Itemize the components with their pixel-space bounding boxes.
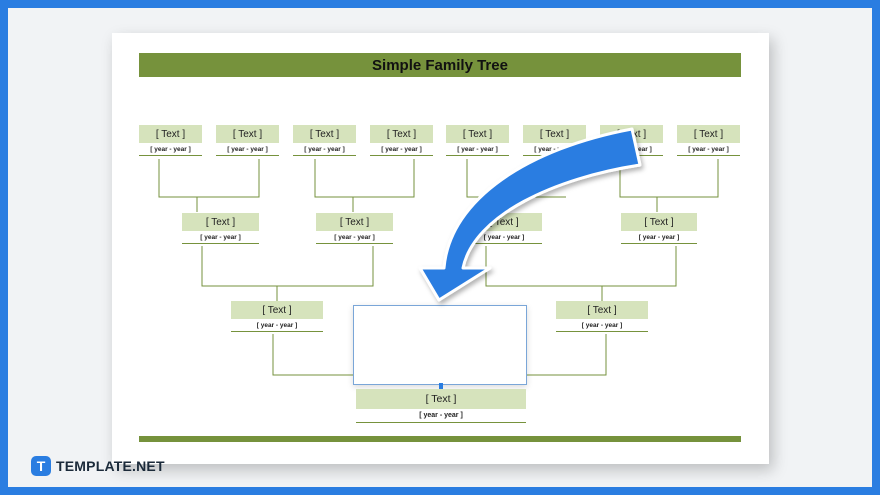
node-name: [ Text ] <box>621 213 697 231</box>
node-name: [ Text ] <box>370 125 433 143</box>
node-years: [ year - year ] <box>293 143 356 156</box>
node-years: [ year - year ] <box>556 319 648 332</box>
node-name: [ Text ] <box>677 125 740 143</box>
node-years: [ year - year ] <box>446 143 509 156</box>
node-years: [ year - year ] <box>139 143 202 156</box>
node-name: [ Text ] <box>356 389 526 409</box>
root-node[interactable]: [ Text ] [ year - year ] <box>356 389 526 423</box>
node-name: [ Text ] <box>139 125 202 143</box>
node-years: [ year - year ] <box>677 143 740 156</box>
node-name: [ Text ] <box>182 213 259 231</box>
node-years: [ year - year ] <box>216 143 279 156</box>
brand-logo: T TEMPLATE.NET <box>31 456 165 476</box>
node-name: [ Text ] <box>216 125 279 143</box>
template-logo-icon: T <box>31 456 51 476</box>
node-years: [ year - year ] <box>370 143 433 156</box>
ancestor-node[interactable]: [ Text ] [ year - year ] <box>216 125 279 156</box>
ancestor-node[interactable]: [ Text ] [ year - year ] <box>139 125 202 156</box>
grandparent-node[interactable]: [ Text ] [ year - year ] <box>316 213 393 244</box>
node-name: [ Text ] <box>523 125 586 143</box>
node-years: [ year - year ] <box>466 231 542 244</box>
node-name: [ Text ] <box>556 301 648 319</box>
node-name: [ Text ] <box>316 213 393 231</box>
brand-name: TEMPLATE.NET <box>56 458 165 474</box>
grandparent-node[interactable]: [ Text ] [ year - year ] <box>621 213 697 244</box>
node-years: [ year - year ] <box>316 231 393 244</box>
ancestor-node[interactable]: [ Text ] [ year - year ] <box>293 125 356 156</box>
node-name: [ Text ] <box>293 125 356 143</box>
node-years: [ year - year ] <box>231 319 323 332</box>
node-years: [ year - year ] <box>182 231 259 244</box>
ancestor-node[interactable]: [ Text ] [ year - year ] <box>677 125 740 156</box>
ancestor-node[interactable]: [ Text ] [ year - year ] <box>446 125 509 156</box>
node-years: [ year - year ] <box>621 231 697 244</box>
parent-node[interactable]: [ Text ] [ year - year ] <box>556 301 648 332</box>
node-years: [ year - year ] <box>356 409 526 423</box>
parent-node[interactable]: [ Text ] [ year - year ] <box>231 301 323 332</box>
footer-bar <box>139 436 741 442</box>
ancestor-node[interactable]: [ Text ] [ year - year ] <box>370 125 433 156</box>
node-name: [ Text ] <box>231 301 323 319</box>
tree-title: Simple Family Tree <box>139 53 741 77</box>
grandparent-node[interactable]: [ Text ] [ year - year ] <box>182 213 259 244</box>
node-name: [ Text ] <box>446 125 509 143</box>
